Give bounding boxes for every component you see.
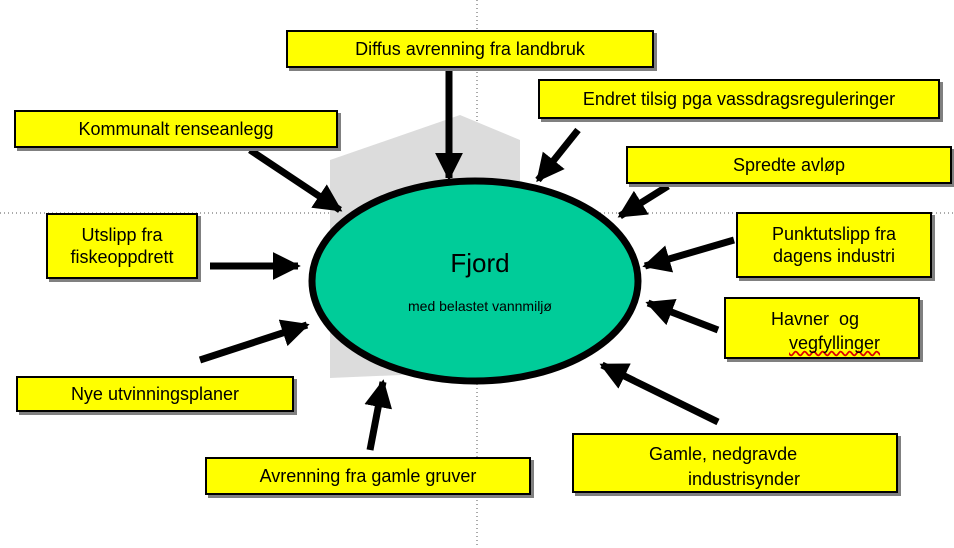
arrow-havner	[645, 299, 720, 334]
box-gamle-line1: Gamle, nedgravde	[649, 444, 798, 464]
arrow-spredte	[617, 183, 670, 219]
box-utslipp-line1: Utslipp fra	[81, 225, 163, 245]
box-punkt: Punktutslipp fra dagens industri	[736, 212, 932, 278]
box-havner-line1: Havner og	[771, 309, 860, 329]
arrow-gruver	[364, 379, 393, 451]
box-havner-line2: vegfyllinger	[789, 333, 881, 353]
box-utslipp-line2: fiskeoppdrett	[70, 247, 174, 267]
box-havner: Havner og vegfyllinger	[724, 297, 920, 359]
arrow-gamle	[599, 361, 720, 426]
box-kommunalt: Kommunalt renseanlegg	[14, 110, 338, 148]
box-punkt-line2: dagens industri	[772, 246, 896, 266]
box-gamle: Gamle, nedgravde industrisynder	[572, 433, 898, 493]
box-endret-line1: Endret tilsig pga vassdragsreguleringer	[582, 89, 896, 109]
box-diffus: Diffus avrenning fra landbruk	[286, 30, 654, 68]
box-utslipp: Utslipp fra fiskeoppdrett	[46, 213, 198, 279]
box-spredte-line1: Spredte avløp	[732, 155, 846, 175]
box-gamle-line2: industrisynder	[688, 469, 801, 489]
arrow-nye	[198, 319, 310, 364]
box-nye-line1: Nye utvinningsplaner	[70, 384, 240, 404]
center-title: Fjord	[450, 248, 510, 278]
box-punkt-line1: Punktutslipp fra	[771, 224, 897, 244]
fjord-ellipse	[308, 177, 642, 385]
box-diffus-line1: Diffus avrenning fra landbruk	[355, 39, 585, 59]
box-nye: Nye utvinningsplaner	[16, 376, 294, 412]
arrow-kommunalt	[248, 147, 343, 213]
arrow-endret	[535, 127, 581, 183]
box-gruver: Avrenning fra gamle gruver	[205, 457, 531, 495]
box-endret: Endret tilsig pga vassdragsreguleringer	[538, 79, 940, 119]
arrow-punkt	[642, 236, 735, 273]
box-gruver-line1: Avrenning fra gamle gruver	[259, 466, 477, 486]
center-subtitle: med belastet vannmiljø	[408, 298, 552, 314]
box-spredte: Spredte avløp	[626, 146, 952, 184]
box-kommunalt-line1: Kommunalt renseanlegg	[78, 119, 274, 139]
